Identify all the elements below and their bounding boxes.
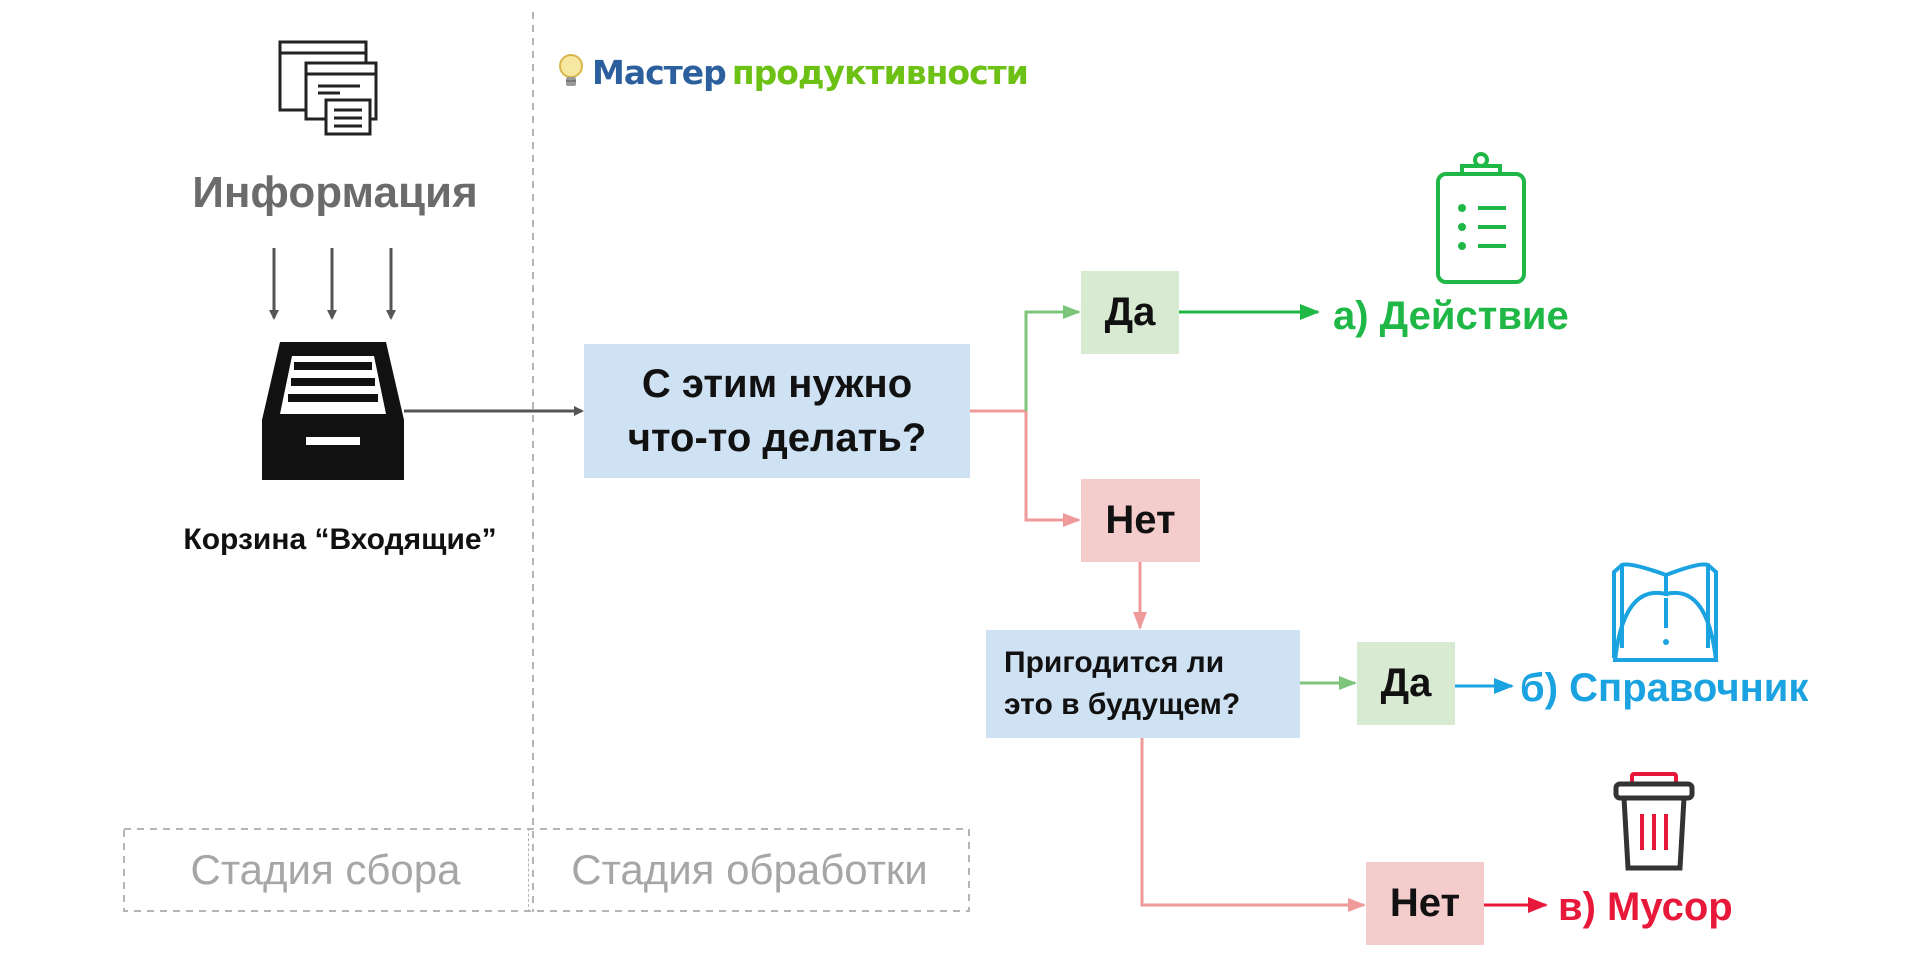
clipboard-bullets	[1458, 204, 1466, 250]
stage-process: Стадия обработки	[571, 846, 928, 893]
inbox-tray-icon	[262, 342, 404, 480]
question-1-line1: С этим нужно	[641, 362, 913, 406]
question-2-line1: Пригодится ли	[1004, 646, 1225, 679]
question-1-box: С этим нужно что-то делать?	[584, 344, 970, 478]
book-icon-dot	[1663, 639, 1669, 645]
outcome-action: а) Действие	[1333, 294, 1569, 338]
q1-no-connector	[1024, 411, 1081, 527]
question-2-line2: это в будущем?	[1004, 688, 1241, 721]
info-title: Информация	[192, 168, 478, 217]
brand-part2: продуктивности	[731, 52, 1029, 92]
yes-box-2: Да	[1357, 642, 1455, 725]
stage-box-border	[123, 828, 970, 912]
lightbulb-icon	[559, 54, 583, 86]
book-icon	[1612, 562, 1719, 662]
info-arrows	[269, 248, 396, 320]
clipboard-icon	[1436, 152, 1526, 284]
stages-box: Стадия сбора Стадия обработки	[123, 828, 970, 912]
brand-logo: Мастер продуктивности	[556, 50, 1029, 94]
inbox-caption: Корзина “Входящие”	[183, 523, 497, 556]
question-2-box: Пригодится ли это в будущем?	[986, 630, 1300, 738]
no-box-2: Нет	[1366, 862, 1484, 945]
q1-yes-connector	[1024, 305, 1081, 411]
stage-collect: Стадия сбора	[123, 828, 529, 912]
outcome-reference: б) Справочник	[1520, 666, 1809, 710]
yes-box-1: Да	[1081, 271, 1179, 354]
brand-part1: Мастер	[592, 52, 727, 92]
trash-icon	[1613, 772, 1695, 871]
no-box-1: Нет	[1081, 479, 1200, 562]
windows-icon	[278, 40, 378, 136]
q2-no-connector	[1140, 738, 1366, 912]
outcome-trash: в) Мусор	[1558, 885, 1733, 929]
question-1-line2: что-то делать?	[627, 416, 927, 460]
